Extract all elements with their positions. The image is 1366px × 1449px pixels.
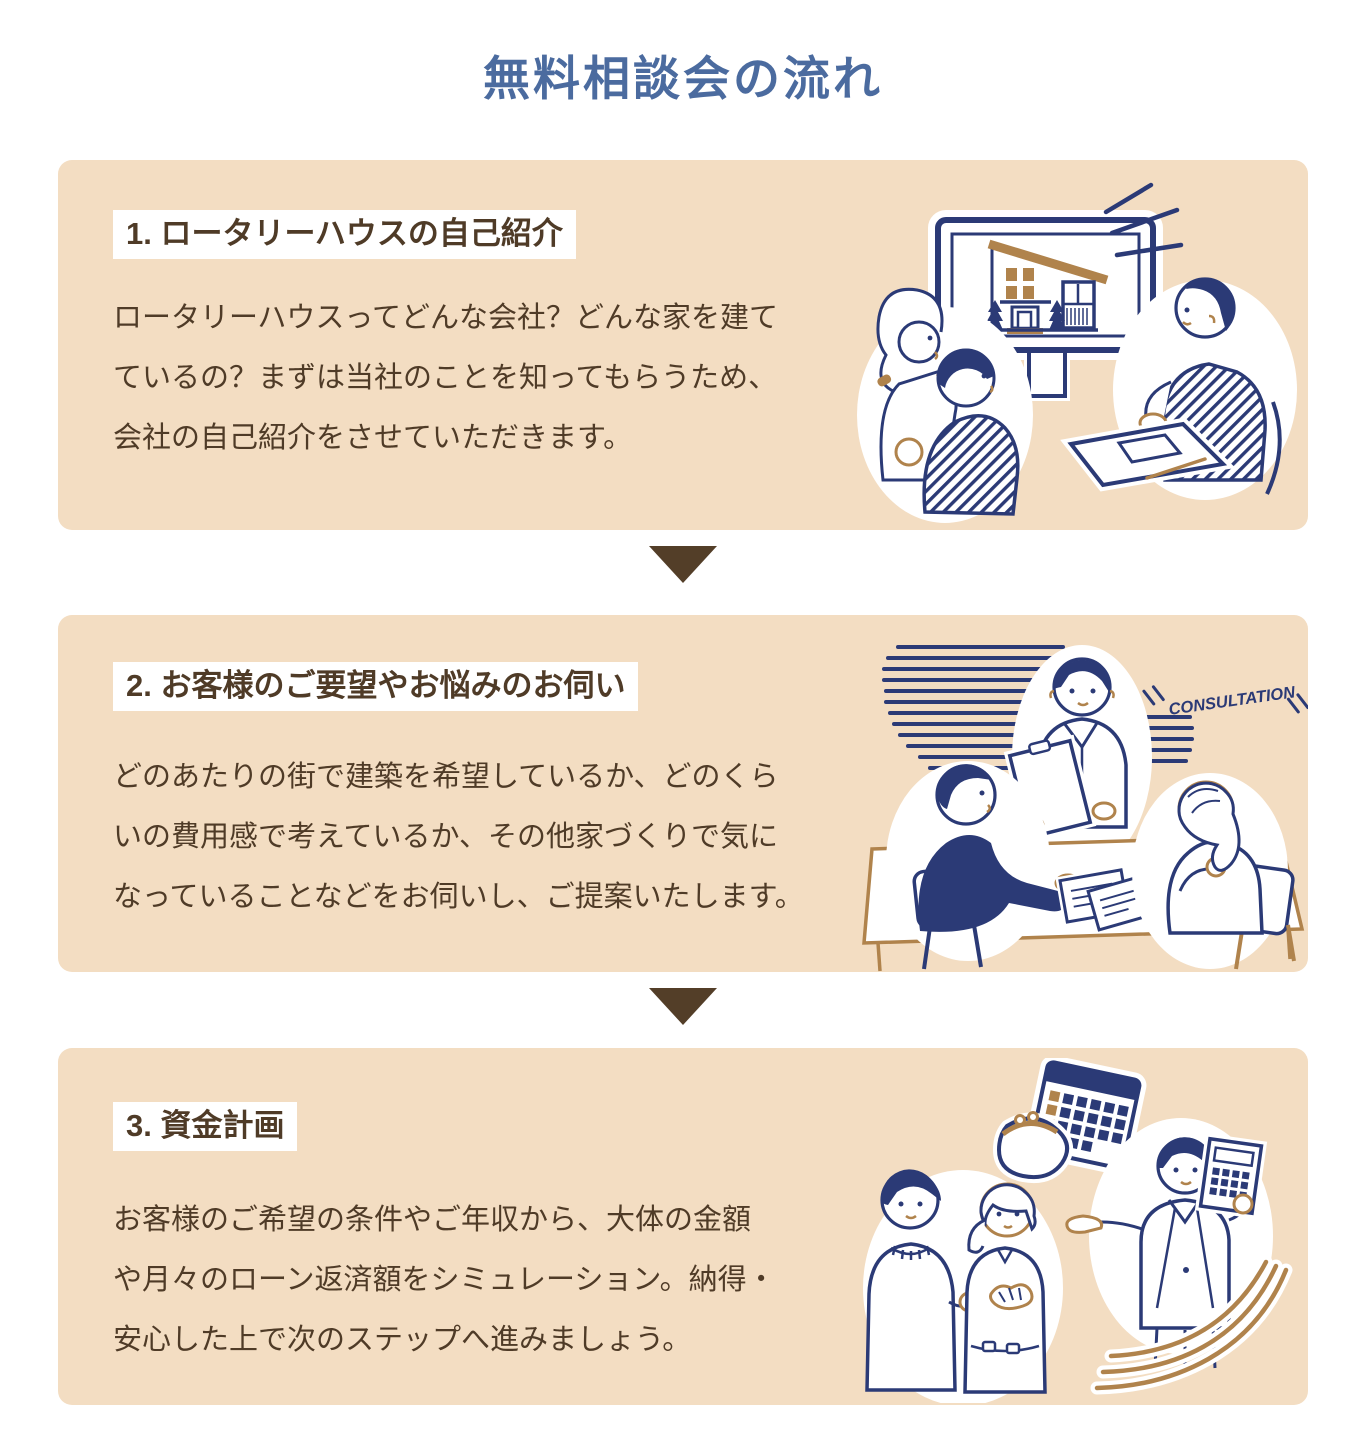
step-card-3: 3. 資金計画 お客様のご希望の条件やご年収から、大体の金額 や月々のローン返済… <box>58 1048 1308 1405</box>
presentation-illustration <box>857 182 1297 523</box>
consultation-label: CONSULTATION <box>1142 683 1308 719</box>
customer-woman <box>1132 773 1296 970</box>
standing-couple <box>863 1169 1063 1403</box>
step-3-heading: 3. 資金計画 <box>113 1102 298 1151</box>
step-3-body: お客様のご希望の条件やご年収から、大体の金額 や月々のローン返済額をシミュレーシ… <box>113 1204 776 1356</box>
step-card-1: 1. ロータリーハウスの自己紹介 ロータリーハウスってどんな会社？どんな家を建て… <box>58 160 1308 530</box>
page-title: 無料相談会の流れ <box>483 52 883 105</box>
listening-couple <box>857 287 1033 523</box>
swoosh-lines-icon <box>1090 1255 1293 1395</box>
consultation-text: CONSULTATION <box>1168 683 1298 719</box>
down-arrow-icon <box>649 988 717 1025</box>
step-card-2: 2. お客様のご要望やお悩みのお伺い どのあたりの街で建築を希望しているか、どの… <box>58 615 1308 972</box>
step-2-heading: 2. お客様のご要望やお悩みのお伺い <box>113 662 639 711</box>
step-1-body: ロータリーハウスってどんな会社？どんな家を建て ているの？まずは当社のことを知っ… <box>113 302 778 454</box>
consultation-illustration: CONSULTATION <box>862 645 1308 972</box>
advisor-staff <box>1065 1118 1273 1369</box>
house-icon <box>987 239 1109 334</box>
down-arrow-icon <box>649 546 717 583</box>
coin-purse-icon <box>992 1111 1074 1184</box>
emphasis-lines-icon <box>1103 182 1184 258</box>
customer-man <box>886 761 1082 970</box>
step-2-body: どのあたりの街で建築を希望しているか、どのくら いの費用感で考えているか、その他… <box>113 761 804 913</box>
table-with-tablet-icon <box>1060 417 1236 492</box>
step-1-heading: 1. ロータリーハウスの自己紹介 <box>113 210 576 259</box>
financial-plan-illustration <box>863 1058 1293 1403</box>
